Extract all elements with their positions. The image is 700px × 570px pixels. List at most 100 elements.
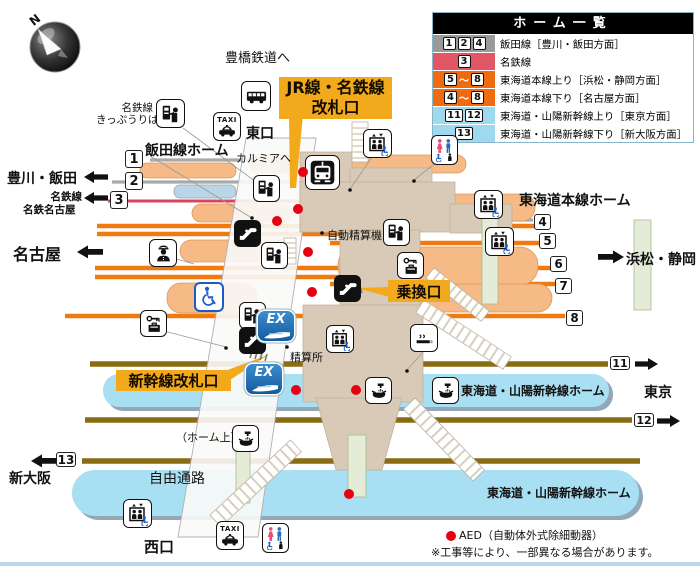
legend-row-shinkansen-down: 13 東海道・山陽新幹線下り［新大阪方面］ <box>433 124 693 142</box>
jr-gate-line2: 改札口 <box>311 98 360 117</box>
track-number-7: 7 <box>555 278 572 294</box>
station-staff-icon <box>149 239 177 267</box>
track-number-8: 8 <box>566 310 583 326</box>
direction-tokyo: 東京 <box>644 385 672 401</box>
aed-location-dot <box>351 385 361 395</box>
legend-num: 13 <box>455 127 473 140</box>
taxi-icon: TAXI <box>213 112 241 141</box>
legend-num: 8 <box>471 73 484 86</box>
track-number-11: 11 <box>610 356 630 370</box>
legend-num: 2 <box>457 37 471 50</box>
taxi-label: TAXI <box>217 115 237 124</box>
label-east-exit: 東口 <box>246 126 274 142</box>
ticket-machine-icon <box>239 302 266 329</box>
track-number-5: 5 <box>539 233 556 249</box>
wash-basin-icon <box>232 425 259 452</box>
legend-row-iida: 1 2 4 飯田線［豊川・飯田方面］ <box>433 34 693 52</box>
ex-label: EX <box>266 312 286 327</box>
track-number-3: 3 <box>110 191 128 209</box>
restroom-icon <box>262 523 289 553</box>
compass-icon: N <box>24 11 84 76</box>
legend-label: 名鉄線 <box>495 53 693 70</box>
wheelchair-icon <box>194 282 224 312</box>
elevator-icon <box>363 129 392 158</box>
wash-basin-icon <box>432 377 459 404</box>
jr-gate-line1: JR線・名鉄線 <box>286 78 385 97</box>
elevator-icon <box>474 190 503 219</box>
label-fare-machine: 自動精算機 <box>327 229 382 242</box>
label-meitetsu-ticket-office-1: 名鉄線 <box>121 102 154 114</box>
train-icon <box>305 155 340 190</box>
ex-label: EX <box>254 365 274 380</box>
wash-basin-icon <box>365 377 392 404</box>
label-iida-platform: 飯田線ホーム <box>145 143 229 159</box>
aed-location-dot <box>303 247 313 257</box>
ticket-machine-icon <box>253 175 280 202</box>
legend-title: ホーム一覧 <box>433 13 693 34</box>
coin-locker-icon <box>140 310 167 337</box>
direction-toyotetsu: 豊橋鉄道へ <box>225 51 291 66</box>
shinkansen-gate-callout: 新幹線改札口 <box>116 370 231 391</box>
ex-express-icon: EX <box>258 311 294 341</box>
track-number-12: 12 <box>634 413 654 427</box>
elevator-icon <box>485 227 514 256</box>
track-number-6: 6 <box>550 256 567 272</box>
note-construction: ※工事等により、一部異なる場合があります。 <box>431 546 659 559</box>
aed-location-dot <box>298 167 308 177</box>
label-meitetsu-ticket-office-2: きっぷうりば <box>96 114 159 126</box>
aed-location-dot <box>293 204 303 214</box>
legend-num: 3 <box>457 55 471 68</box>
label-shinkansen-platform-lower: 東海道・山陽新幹線ホーム <box>487 486 631 500</box>
aed-location-dot <box>344 489 354 499</box>
legend-range-separator: ～ <box>459 94 469 105</box>
label-free-passage: 自由通路 <box>149 471 205 487</box>
legend-num: 11 <box>445 109 463 122</box>
ticket-machine-icon <box>383 219 410 246</box>
legend-num: 1 <box>442 37 456 50</box>
label-shinkansen-platform-upper: 東海道・山陽新幹線ホーム <box>461 384 605 398</box>
legend-row-tokaido-down: 4 ～ 8 東海道本線下り［名古屋方面］ <box>433 88 693 106</box>
transfer-gate-callout: 乗換口 <box>388 280 450 302</box>
direction-toyokawa-iida: 豊川・飯田 <box>7 171 77 187</box>
smoking-area-icon <box>410 324 438 352</box>
jr-meitetsu-gate-callout: JR線・名鉄線 改札口 <box>279 77 392 119</box>
legend-label: 東海道・山陽新幹線上り［東京方面］ <box>495 107 693 124</box>
escalator-icon <box>334 275 361 302</box>
legend-num: 4 <box>472 37 486 50</box>
aed-location-dot <box>291 385 301 395</box>
note-aed: AED（自動体外式除細動器） <box>459 529 603 542</box>
direction-nagoya: 名古屋 <box>13 245 62 264</box>
ticket-machine-icon <box>261 242 288 269</box>
track-number-13: 13 <box>56 452 76 467</box>
label-tokaido-platform: 東海道本線ホーム <box>519 193 631 209</box>
legend-label: 東海道・山陽新幹線下り［新大阪方面］ <box>495 125 693 142</box>
ticket-machine-icon <box>156 99 185 128</box>
legend-num: 8 <box>471 91 484 104</box>
restroom-icon <box>431 135 458 165</box>
legend-row-meitetsu: 3 名鉄線 <box>433 52 693 70</box>
track-number-4: 4 <box>534 214 551 230</box>
aed-legend-dot <box>446 531 456 541</box>
taxi-icon: TAXI <box>216 521 244 550</box>
direction-shin-osaka: 新大阪 <box>9 471 51 487</box>
escalator-icon <box>234 220 261 247</box>
elevator-icon <box>123 499 152 528</box>
legend-row-tokaido-up: 5 ～ 8 東海道本線上り［浜松・静岡方面］ <box>433 70 693 88</box>
legend-row-shinkansen-up: 11 12 東海道・山陽新幹線上り［東京方面］ <box>433 106 693 124</box>
bottom-border-strip <box>0 562 700 566</box>
aed-location-dot <box>272 216 282 226</box>
direction-meitetsu-line: 名鉄線 <box>50 191 83 203</box>
platform-legend: ホーム一覧 1 2 4 飯田線［豊川・飯田方面］ 3 名鉄線 5 ～ 8 東海道… <box>432 12 694 143</box>
track-number-2: 2 <box>125 172 143 190</box>
legend-label: 東海道本線下り［名古屋方面］ <box>495 89 693 106</box>
track-number-1: 1 <box>125 150 143 168</box>
direction-meitetsu-nagoya: 名鉄名古屋 <box>23 204 76 216</box>
bus-icon <box>241 81 271 111</box>
label-on-platform: （ホーム上） <box>176 431 242 444</box>
elevator-icon <box>326 325 354 353</box>
legend-label: 東海道本線上り［浜松・静岡方面］ <box>495 71 693 88</box>
legend-num: 5 <box>444 73 457 86</box>
legend-num: 12 <box>465 109 483 122</box>
taxi-label: TAXI <box>220 524 240 533</box>
